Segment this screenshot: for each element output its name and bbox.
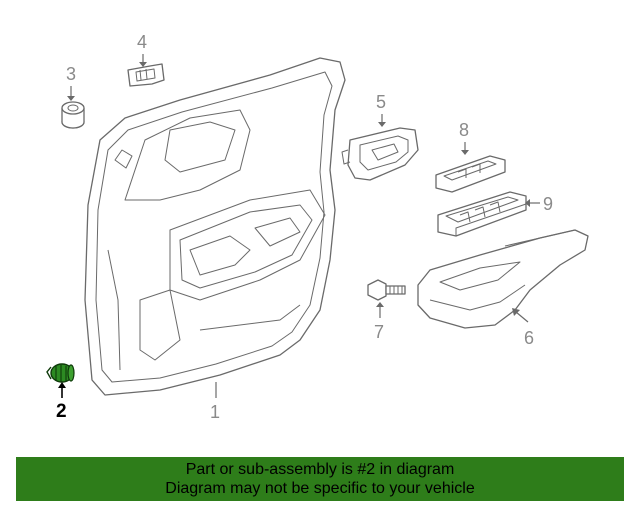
info-banner: Part or sub-assembly is #2 in diagram Di… <box>16 457 624 501</box>
callout-7: 7 <box>374 322 384 342</box>
callout-1: 1 <box>210 402 220 422</box>
banner-line-2: Diagram may not be specific to your vehi… <box>165 480 475 497</box>
part-5-handle-bezel[interactable] <box>341 127 419 181</box>
banner-line-1: Part or sub-assembly is #2 in diagram <box>185 461 455 478</box>
callout-9: 9 <box>543 194 553 214</box>
part-9-window-switch[interactable] <box>437 191 527 237</box>
callout-2: 2 <box>56 401 67 422</box>
part-4-bracket[interactable] <box>127 63 165 87</box>
part-1-door-trim-panel[interactable] <box>84 57 346 396</box>
part-6-armrest[interactable] <box>417 229 589 329</box>
callout-5: 5 <box>376 92 386 112</box>
callout-3: 3 <box>66 64 76 84</box>
part-2-push-pin[interactable] <box>46 363 75 383</box>
callout-8: 8 <box>459 120 469 140</box>
part-7-bolt[interactable] <box>367 279 406 301</box>
part-8-switch[interactable] <box>435 155 506 193</box>
part-3-grommet[interactable] <box>61 101 85 129</box>
callout-4: 4 <box>137 32 147 52</box>
callout-6: 6 <box>524 328 534 348</box>
